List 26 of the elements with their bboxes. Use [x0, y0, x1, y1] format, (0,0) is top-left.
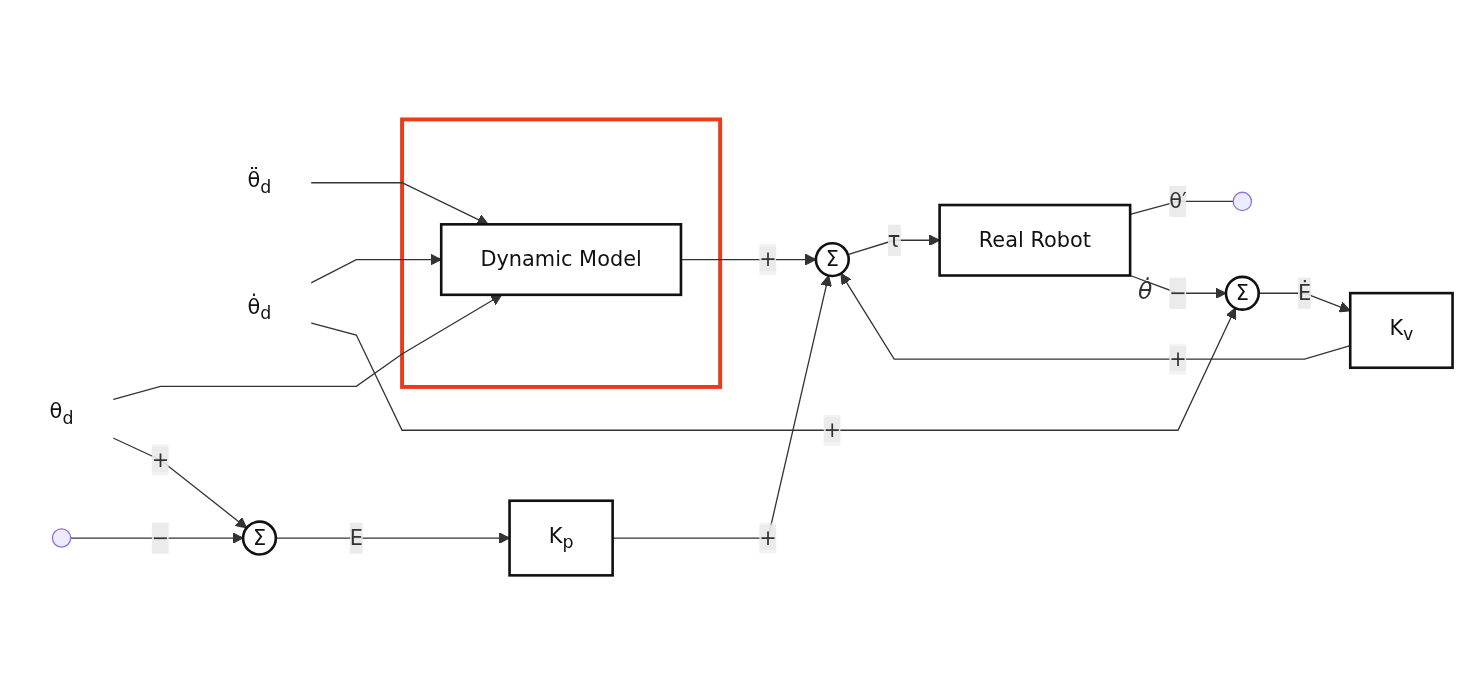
edge-label: Ė: [1297, 280, 1312, 306]
edge-label: +: [151, 447, 170, 472]
node-box: K$_{v}$: [1348, 291, 1454, 370]
edge-label: +: [759, 525, 777, 550]
edge-label: τ: [887, 227, 901, 253]
node-circle: Σ: [241, 520, 278, 556]
signal-label: θ̇: [1137, 277, 1153, 306]
edge-label: +: [1169, 346, 1187, 371]
cluster: [400, 117, 723, 389]
node-box: K$_{p}$: [508, 499, 614, 577]
node-box: Real Robot: [938, 203, 1132, 277]
node-text: θ̈$_{d}$: [247, 167, 272, 197]
edge-label: −: [151, 525, 170, 550]
edge-label: E: [349, 525, 363, 550]
edge-label: +: [823, 417, 842, 443]
edge-label: θ′: [1169, 188, 1187, 214]
arrow: [680, 253, 817, 266]
node-text: θ̇$_{d}$: [247, 294, 272, 324]
edge-label: −: [1169, 280, 1187, 306]
arrow: [1258, 292, 1351, 313]
node-box: Dynamic Model: [439, 223, 683, 297]
arrow: [70, 532, 244, 544]
node-circle: Σ: [814, 241, 850, 278]
node-text: θ$_{d}$: [49, 398, 74, 428]
node-circle: Σ: [1224, 275, 1261, 311]
edge-label: +: [759, 246, 777, 272]
